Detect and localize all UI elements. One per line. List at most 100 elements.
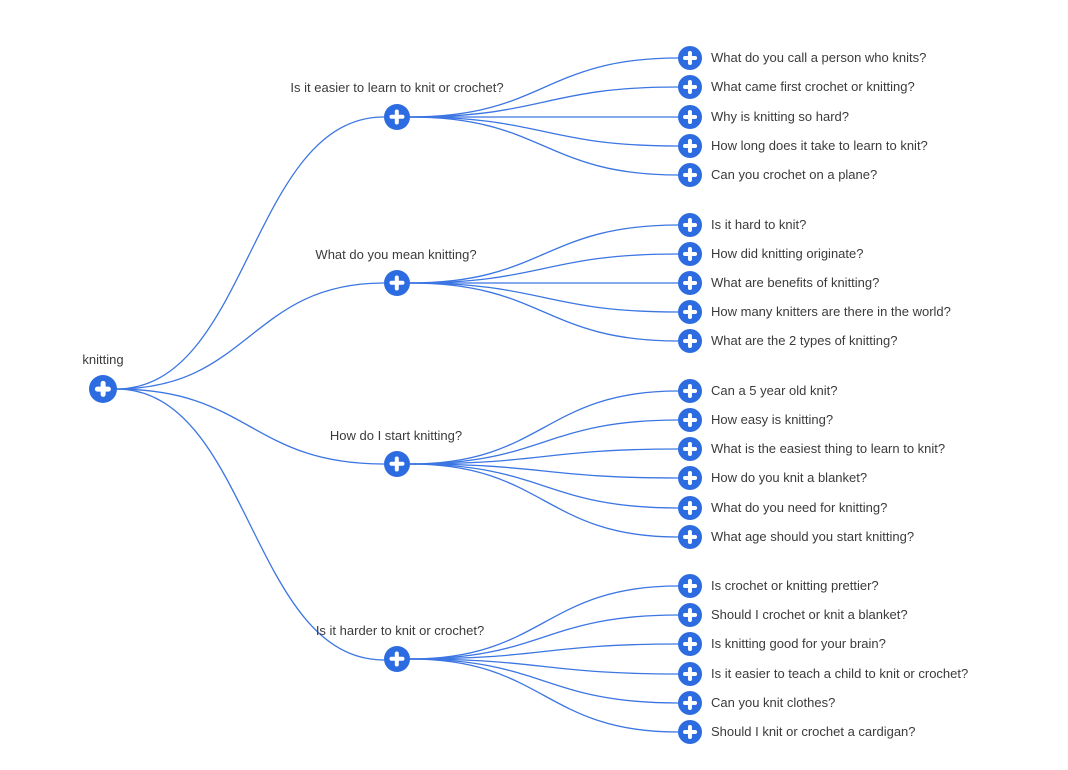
question-label: What do you call a person who knits?	[711, 50, 927, 65]
question-expand-button[interactable]	[678, 46, 702, 70]
edge-curve	[409, 614, 679, 660]
edge-curve	[409, 282, 679, 313]
plus-icon	[678, 691, 702, 715]
question-expand-button[interactable]	[678, 163, 702, 187]
question-label: What do you need for knitting?	[711, 500, 888, 515]
branch-expand-button[interactable]	[384, 104, 410, 130]
edge-curve	[115, 388, 385, 465]
edge-curve	[409, 658, 679, 704]
edge-curve	[409, 253, 679, 284]
question-label: Can a 5 year old knit?	[711, 383, 838, 398]
question-expand-button[interactable]	[678, 134, 702, 158]
branch-expand-button[interactable]	[384, 646, 410, 672]
branch-expand-button[interactable]	[384, 451, 410, 477]
question-expand-button[interactable]	[678, 525, 702, 549]
question-expand-button[interactable]	[678, 379, 702, 403]
question-label: Why is knitting so hard?	[711, 109, 850, 124]
plus-icon	[678, 300, 702, 324]
question-label: How long does it take to learn to knit?	[711, 138, 928, 153]
question-expand-button[interactable]	[678, 408, 702, 432]
edge-curve	[115, 388, 385, 661]
question-label: Is it hard to knit?	[711, 217, 807, 232]
plus-icon	[678, 329, 702, 353]
question-label: Should I crochet or knit a blanket?	[711, 607, 908, 622]
question-expand-button[interactable]	[678, 466, 702, 490]
question-label: How easy is knitting?	[711, 412, 834, 427]
question-label: Is knitting good for your brain?	[711, 636, 886, 651]
plus-icon	[678, 271, 702, 295]
question-expand-button[interactable]	[678, 603, 702, 627]
edge-curve	[409, 116, 679, 176]
plus-icon	[678, 574, 702, 598]
plus-icon	[678, 632, 702, 656]
question-label: What are the 2 types of knitting?	[711, 333, 898, 348]
edge-curve	[409, 86, 679, 118]
question-label: Is crochet or knitting prettier?	[711, 578, 879, 593]
edge-curve	[409, 463, 679, 538]
edge-curve	[409, 585, 679, 660]
question-label: How did knitting originate?	[711, 246, 864, 261]
question-expand-button[interactable]	[678, 300, 702, 324]
edge-curve	[115, 282, 385, 390]
edge-curve	[409, 419, 679, 465]
branch-label: Is it harder to knit or crochet?	[315, 623, 485, 638]
question-expand-button[interactable]	[678, 720, 702, 744]
edge-curve	[409, 658, 679, 675]
question-expand-button[interactable]	[678, 329, 702, 353]
branch-label: Is it easier to learn to knit or crochet…	[290, 80, 504, 95]
question-label: Is it easier to teach a child to knit or…	[711, 666, 969, 681]
plus-icon	[384, 646, 410, 672]
plus-icon	[678, 213, 702, 237]
question-label: What came first crochet or knitting?	[711, 79, 915, 94]
branch-label: How do I start knitting?	[329, 428, 463, 443]
question-label: What are benefits of knitting?	[711, 275, 880, 290]
edge-curve	[409, 116, 679, 147]
plus-icon	[678, 408, 702, 432]
question-expand-button[interactable]	[678, 105, 702, 129]
edge-curve	[409, 390, 679, 465]
plus-icon	[678, 242, 702, 266]
plus-icon	[678, 525, 702, 549]
plus-icon	[384, 104, 410, 130]
question-label: Can you crochet on a plane?	[711, 167, 878, 182]
plus-icon	[678, 662, 702, 686]
edge-curve	[409, 57, 679, 118]
plus-icon	[678, 75, 702, 99]
plus-icon	[678, 603, 702, 627]
question-label: What age should you start knitting?	[711, 529, 915, 544]
branch-expand-button[interactable]	[384, 270, 410, 296]
plus-icon	[384, 270, 410, 296]
question-label: What is the easiest thing to learn to kn…	[711, 441, 946, 456]
question-expand-button[interactable]	[678, 437, 702, 461]
question-expand-button[interactable]	[678, 496, 702, 520]
question-expand-button[interactable]	[678, 632, 702, 656]
plus-icon	[678, 496, 702, 520]
branch-label: What do you mean knitting?	[315, 247, 477, 262]
plus-icon	[678, 105, 702, 129]
question-expand-button[interactable]	[678, 213, 702, 237]
question-expand-button[interactable]	[678, 662, 702, 686]
edge-curve	[409, 463, 679, 509]
question-expand-button[interactable]	[678, 574, 702, 598]
question-label: Should I knit or crochet a cardigan?	[711, 724, 916, 739]
root-label: knitting	[82, 352, 124, 367]
edge-curve	[115, 116, 385, 390]
question-label: Can you knit clothes?	[711, 695, 836, 710]
plus-icon	[678, 46, 702, 70]
plus-icon	[678, 163, 702, 187]
root-expand-button[interactable]	[89, 375, 117, 403]
question-expand-button[interactable]	[678, 75, 702, 99]
question-expand-button[interactable]	[678, 271, 702, 295]
question-expand-button[interactable]	[678, 242, 702, 266]
edge-curve	[409, 282, 679, 342]
edge-curve	[409, 224, 679, 284]
edge-curve	[409, 643, 679, 660]
plus-icon	[678, 134, 702, 158]
edge-curve	[409, 658, 679, 733]
question-expand-button[interactable]	[678, 691, 702, 715]
plus-icon	[678, 379, 702, 403]
plus-icon	[678, 720, 702, 744]
question-label: How do you knit a blanket?	[711, 470, 868, 485]
